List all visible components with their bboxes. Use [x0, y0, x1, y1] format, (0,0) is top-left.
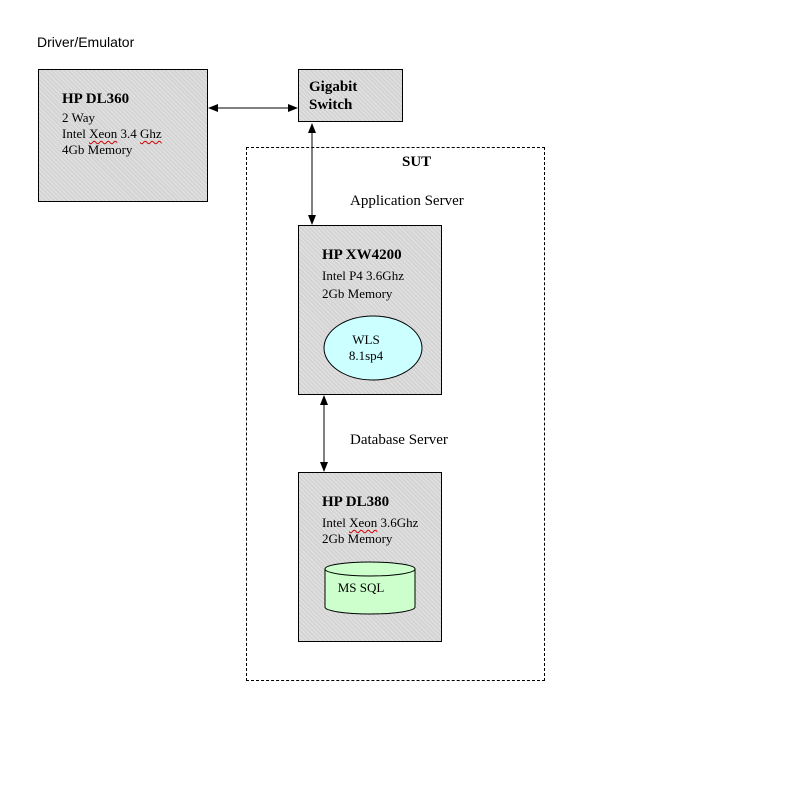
wls-ellipse — [323, 315, 423, 381]
dl360-line1: 2 Way — [62, 110, 96, 125]
dl360-line2-c: 3.4 — [117, 126, 140, 141]
dl380-line1-a: Intel — [322, 515, 350, 530]
xw4200-line2: 2Gb Memory — [322, 286, 393, 301]
dl360-box: HP DL360 2 Way Intel Xeon 3.4 Ghz 4Gb Me… — [38, 69, 208, 202]
dl360-line2: Intel Xeon 3.4 Ghz — [62, 126, 162, 142]
switch-line2: Switch — [309, 97, 353, 113]
dl380-line1: Intel Xeon 3.6Ghz — [322, 515, 418, 531]
dl360-line3: 4Gb Memory — [62, 142, 133, 157]
mssql-cylinder-icon — [324, 561, 416, 615]
application-server-label: Application Server — [350, 193, 464, 209]
dl360-title: HP DL360 — [62, 91, 130, 107]
dl360-line2-a: Intel — [62, 126, 90, 141]
sut-container — [246, 147, 545, 681]
mssql-label: MS SQL — [338, 580, 385, 595]
dl360-line2-b: Xeon — [89, 126, 118, 141]
database-server-label: Database Server — [350, 432, 448, 448]
xw4200-title: HP XW4200 — [322, 247, 402, 263]
sut-label: SUT — [402, 154, 432, 170]
switch-line1: Gigabit — [309, 79, 358, 95]
xw4200-line1: Intel P4 3.6Ghz — [322, 268, 404, 283]
wls-label-line2: 8.1sp4 — [349, 348, 384, 363]
dl380-line2: 2Gb Memory — [322, 531, 393, 546]
dl380-line1-c: 3.6Ghz — [377, 515, 419, 530]
gigabit-switch-box: Gigabit Switch — [298, 69, 403, 122]
wls-label-line1: WLS — [352, 332, 379, 347]
dl380-line1-b: Xeon — [349, 515, 378, 530]
driver-emulator-label: Driver/Emulator — [37, 34, 135, 50]
dl380-title: HP DL380 — [322, 494, 390, 510]
dl360-line2-d: Ghz — [140, 126, 162, 141]
